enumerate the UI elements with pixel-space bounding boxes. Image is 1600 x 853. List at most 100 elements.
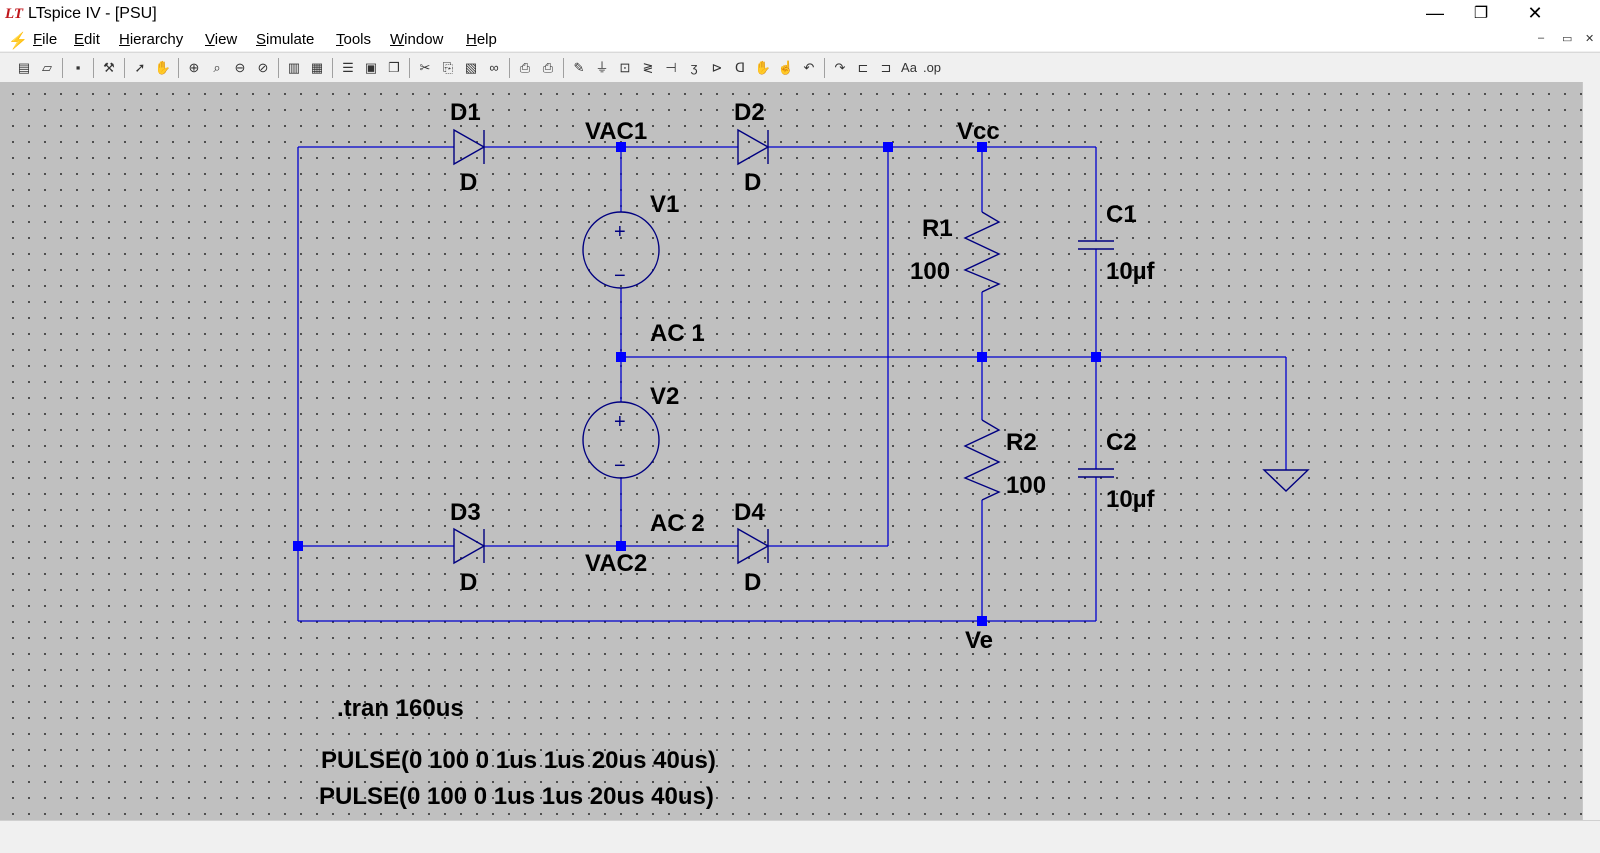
run-icon[interactable]: ➚ bbox=[134, 60, 146, 75]
mdi-close-button[interactable]: ✕ bbox=[1585, 33, 1595, 45]
d3-ref[interactable]: D3 bbox=[450, 499, 481, 526]
inductor-icon[interactable]: ʒ bbox=[690, 60, 698, 75]
tran-directive[interactable]: .tran 160us bbox=[337, 695, 464, 722]
mdi-restore-button[interactable]: ▭ bbox=[1562, 33, 1573, 45]
print-icon[interactable]: ⎙ bbox=[542, 60, 554, 75]
net-ac2[interactable]: AC 2 bbox=[650, 510, 705, 537]
maximize-button[interactable]: ❐ bbox=[1473, 5, 1489, 22]
d4-ref[interactable]: D4 bbox=[734, 499, 765, 526]
tile-vertical-icon[interactable]: ▣ bbox=[364, 60, 378, 75]
d3-value[interactable]: D bbox=[460, 569, 477, 596]
tile-horizontal-icon[interactable]: ☰ bbox=[342, 60, 354, 75]
mdi-minimize-button[interactable]: – bbox=[1538, 32, 1545, 44]
c2-value[interactable]: 10µf bbox=[1106, 486, 1156, 513]
cascade-icon[interactable]: ❐ bbox=[388, 60, 400, 75]
menu-edit[interactable]: Edit bbox=[74, 31, 100, 48]
print-preview-icon[interactable]: ⎙ bbox=[519, 60, 531, 75]
resistor-r2[interactable] bbox=[963, 419, 1001, 501]
label-net-icon[interactable]: ⊡ bbox=[619, 60, 631, 75]
d1-value[interactable]: D bbox=[460, 169, 477, 196]
ltspice-app-icon[interactable]: LT bbox=[5, 6, 24, 22]
cut-icon[interactable]: ✂ bbox=[419, 60, 431, 75]
save-icon[interactable]: ▪ bbox=[75, 60, 81, 75]
ground-symbol[interactable] bbox=[1262, 469, 1310, 492]
r1-ref[interactable]: R1 bbox=[922, 215, 953, 242]
control-panel-icon[interactable]: ⚒ bbox=[103, 60, 115, 75]
menu-window[interactable]: Window bbox=[390, 31, 444, 48]
v2-ref[interactable]: V2 bbox=[650, 383, 679, 410]
open-icon[interactable]: ▱ bbox=[42, 60, 52, 75]
paste-icon[interactable]: ▧ bbox=[464, 60, 478, 75]
menu-hierarchy[interactable]: Hierarchy bbox=[119, 31, 184, 48]
diode-d3[interactable] bbox=[453, 527, 486, 565]
schematic-doc-icon[interactable]: ⚡ bbox=[8, 33, 28, 50]
menu-view[interactable]: View bbox=[205, 31, 238, 48]
voltage-source-v1[interactable] bbox=[582, 211, 660, 289]
pulse-source-2[interactable]: PULSE(0 100 0 1us 1us 20us 40us) bbox=[319, 783, 714, 810]
diode-d2[interactable] bbox=[737, 128, 770, 166]
component-icon[interactable]: ᗡ bbox=[735, 60, 745, 75]
capacitor-c1[interactable] bbox=[1078, 240, 1114, 250]
rotate-icon[interactable]: ⊏ bbox=[857, 60, 869, 75]
new-schematic-icon[interactable]: ▤ bbox=[17, 60, 31, 75]
zoom-in-icon[interactable]: ⊕ bbox=[188, 60, 200, 75]
r2-value[interactable]: 100 bbox=[1006, 472, 1046, 499]
undo-icon[interactable]: ↶ bbox=[803, 60, 815, 75]
diode-icon[interactable]: ⊳ bbox=[711, 60, 723, 75]
net-ac1[interactable]: AC 1 bbox=[650, 320, 705, 347]
toolbar-separator bbox=[509, 58, 510, 78]
wire-icon[interactable]: ✎ bbox=[573, 60, 585, 75]
net-vac1[interactable]: VAC1 bbox=[585, 118, 647, 145]
schematic-canvas[interactable]: + − + − D1 D D2 D D3 D D4 D V1 bbox=[0, 82, 1582, 820]
capacitor-icon[interactable]: ⊣ bbox=[665, 60, 677, 75]
menu-simulate[interactable]: Simulate bbox=[256, 31, 315, 48]
find-icon[interactable]: ∞ bbox=[489, 60, 499, 75]
pan-icon[interactable]: ✋ bbox=[154, 60, 172, 75]
c2-ref[interactable]: C2 bbox=[1106, 429, 1137, 456]
d2-ref[interactable]: D2 bbox=[734, 99, 765, 126]
v1-ref[interactable]: V1 bbox=[650, 191, 679, 218]
d2-value[interactable]: D bbox=[744, 169, 761, 196]
toolbar-separator bbox=[332, 58, 333, 78]
junction bbox=[883, 142, 893, 152]
pulse-source-1[interactable]: PULSE(0 100 0 1us 1us 20us 40us) bbox=[321, 747, 716, 774]
spice-directive-icon[interactable]: .op bbox=[922, 60, 942, 75]
zoom-area-icon[interactable]: ⌕ bbox=[213, 60, 221, 75]
drag-icon[interactable]: ☝ bbox=[777, 60, 795, 75]
text-icon[interactable]: Aa bbox=[901, 60, 917, 75]
c1-ref[interactable]: C1 bbox=[1106, 201, 1137, 228]
move-icon[interactable]: ✋ bbox=[754, 60, 772, 75]
r1-value[interactable]: 100 bbox=[910, 258, 950, 285]
ground-icon[interactable]: ⏚ bbox=[595, 60, 609, 75]
mirror-icon[interactable]: ⊐ bbox=[880, 60, 892, 75]
status-bar bbox=[0, 820, 1600, 853]
minimize-button[interactable]: — bbox=[1426, 3, 1444, 23]
net-vcc[interactable]: Vcc bbox=[957, 118, 1000, 145]
copy-icon[interactable]: ⎘ bbox=[442, 60, 454, 75]
menu-help[interactable]: Help bbox=[466, 31, 497, 48]
zoom-out-icon[interactable]: ⊖ bbox=[234, 60, 246, 75]
menu-tools[interactable]: Tools bbox=[336, 31, 372, 48]
d4-value[interactable]: D bbox=[744, 569, 761, 596]
capacitor-c2[interactable] bbox=[1078, 468, 1114, 478]
voltage-source-v2[interactable] bbox=[582, 401, 660, 479]
diode-d1[interactable] bbox=[453, 128, 486, 166]
net-vac2[interactable]: VAC2 bbox=[585, 550, 647, 577]
v2-minus: − bbox=[614, 455, 626, 477]
menu-file[interactable]: File bbox=[33, 31, 58, 48]
r2-ref[interactable]: R2 bbox=[1006, 429, 1037, 456]
symbols bbox=[453, 128, 1310, 565]
diode-d4[interactable] bbox=[737, 527, 770, 565]
zoom-fit-icon[interactable]: ⊘ bbox=[257, 60, 269, 75]
redo-icon[interactable]: ↷ bbox=[834, 60, 846, 75]
grid-icon[interactable]: ▦ bbox=[310, 60, 324, 75]
c1-value[interactable]: 10µf bbox=[1106, 258, 1156, 285]
resistor-r1[interactable] bbox=[963, 211, 1001, 293]
resistor-icon[interactable]: ≷ bbox=[642, 60, 654, 75]
polarity-marks: + − + − bbox=[614, 221, 626, 477]
d1-ref[interactable]: D1 bbox=[450, 99, 481, 126]
net-ve[interactable]: Ve bbox=[965, 627, 993, 654]
autorange-icon[interactable]: ▥ bbox=[287, 60, 301, 75]
vertical-scrollbar[interactable] bbox=[1582, 82, 1600, 820]
close-button[interactable]: ✕ bbox=[1527, 3, 1543, 23]
